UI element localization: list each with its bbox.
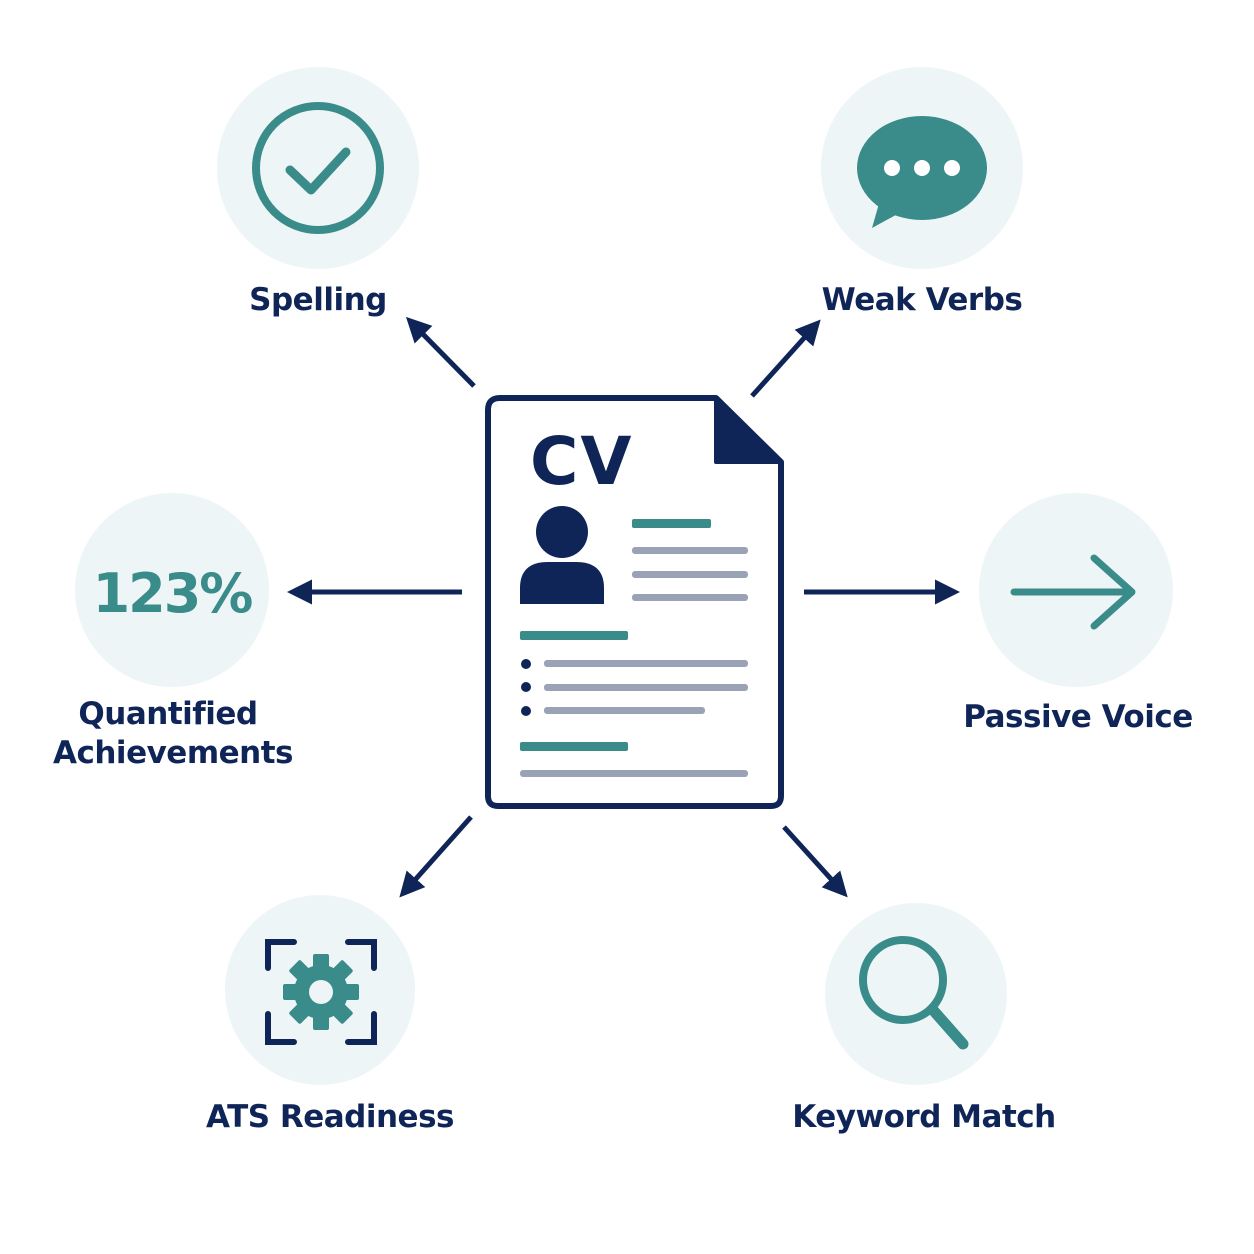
speech-bubble-icon — [857, 116, 987, 228]
cv-text-line — [544, 684, 748, 691]
cv-header-line — [632, 519, 711, 528]
cv-text-line — [520, 770, 748, 777]
arrow-to-weak-verbs — [750, 319, 821, 398]
label-keyword-match: Keyword Match — [792, 1099, 1056, 1135]
cv-document: CV — [485, 395, 784, 809]
cv-text-line — [632, 594, 748, 601]
arrow-to-spelling — [405, 316, 476, 388]
label-weak-verbs: Weak Verbs — [821, 282, 1023, 318]
arrow-right-icon — [1010, 554, 1136, 630]
cv-text-line — [544, 707, 705, 714]
percentage-icon-text: 123% — [93, 562, 253, 625]
cv-text-line — [632, 547, 748, 554]
spelling-circle — [217, 67, 419, 269]
cv-bullet — [521, 706, 531, 716]
cv-text-line — [544, 660, 748, 667]
cv-text-line — [632, 571, 748, 578]
check-circle-icon — [252, 102, 384, 234]
cv-section-heading — [520, 742, 628, 751]
quantified-circle — [75, 493, 269, 687]
gear-scan-icon — [265, 939, 377, 1045]
magnifier-icon — [859, 936, 969, 1050]
label-quantified-line1: Quantified — [78, 696, 258, 732]
cv-section-heading — [520, 631, 628, 640]
cv-bullet — [521, 682, 531, 692]
person-avatar-icon — [520, 506, 604, 604]
arrow-to-keyword — [782, 825, 848, 898]
cv-title: CV — [530, 423, 634, 500]
keyword-circle — [825, 903, 1007, 1085]
label-spelling: Spelling — [249, 282, 387, 318]
cv-bullet — [521, 659, 531, 669]
arrow-to-ats — [399, 815, 473, 898]
label-quantified-line2: Achievements — [53, 735, 294, 771]
label-ats-readiness: ATS Readiness — [206, 1099, 454, 1135]
label-passive-voice: Passive Voice — [963, 699, 1193, 735]
